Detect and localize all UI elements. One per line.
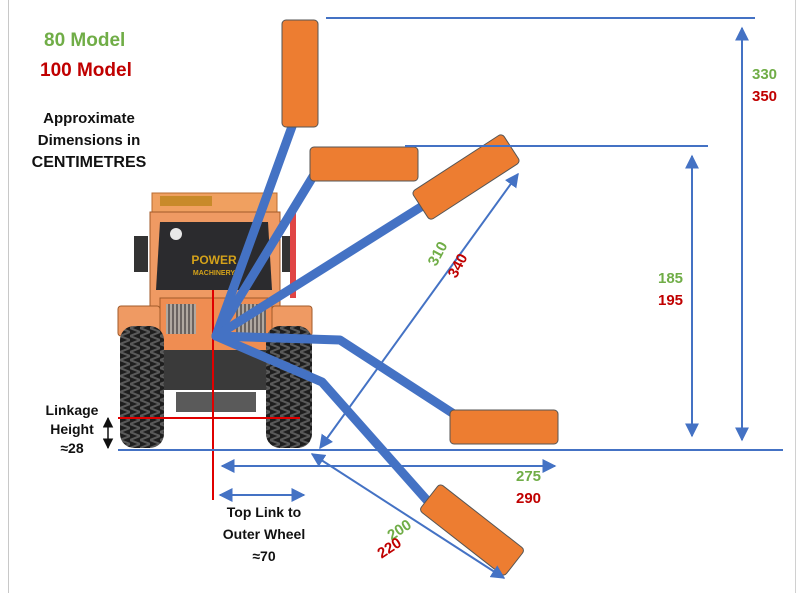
deck-down — [420, 484, 524, 576]
arm-vertical — [211, 105, 303, 341]
roof-brand-strip — [160, 196, 212, 206]
top-link-line2: Outer Wheel — [222, 526, 306, 542]
units-note-line1: Approximate — [43, 110, 135, 127]
wheel-left — [120, 326, 164, 448]
units-note-line3: CENTIMETRES — [31, 154, 147, 171]
grille-left — [166, 304, 196, 334]
front-weight — [176, 392, 256, 412]
units-note-line2: Dimensions in — [37, 132, 141, 149]
deck-vertical — [281, 19, 319, 128]
front-axle — [164, 350, 266, 390]
reach-horizontal-80: 275 — [516, 468, 542, 485]
legend-80-model: 80 Model — [44, 30, 126, 51]
arm-upper — [211, 160, 325, 341]
height-mid-80: 185 — [658, 270, 684, 287]
reach-diagonal-80: 310 — [425, 239, 452, 269]
linkage-height-line1: Linkage — [45, 402, 99, 418]
units-note: Approximate Dimensions in CENTIMETRES — [30, 108, 148, 174]
brand-text-power: POWER — [191, 253, 237, 267]
arrow-reach-down — [310, 453, 506, 579]
reach-diagonal-100: 340 — [445, 251, 472, 281]
linkage-height-label: Linkage Height ≈28 — [40, 402, 104, 456]
top-link-value: ≈70 — [252, 548, 276, 564]
height-max-100: 350 — [752, 88, 778, 105]
wheel-right — [266, 326, 312, 448]
height-mid-100: 195 — [658, 292, 684, 309]
dimension-arrows — [218, 26, 749, 579]
cab-light — [170, 228, 182, 240]
linkage-height-value: ≈28 — [60, 440, 84, 456]
height-max-80: 330 — [752, 66, 778, 83]
window-right-edge — [795, 0, 800, 593]
linkage-height-line2: Height — [50, 421, 94, 437]
top-link-line1: Top Link to — [226, 504, 302, 520]
legend-100-model: 100 Model — [40, 60, 132, 81]
deck-horizontal — [449, 409, 559, 445]
exhaust-pipe — [290, 208, 296, 298]
reach-horizontal-100: 290 — [516, 490, 542, 507]
arrow-reach-diagonal — [319, 172, 519, 450]
mirror-left — [134, 236, 148, 272]
deck-upper — [309, 146, 419, 182]
window-left-edge — [0, 0, 9, 593]
reference-lines — [118, 17, 783, 451]
top-link-label: Top Link to Outer Wheel ≈70 — [214, 501, 314, 567]
brand-text-machinery: MACHINERY — [193, 270, 235, 277]
